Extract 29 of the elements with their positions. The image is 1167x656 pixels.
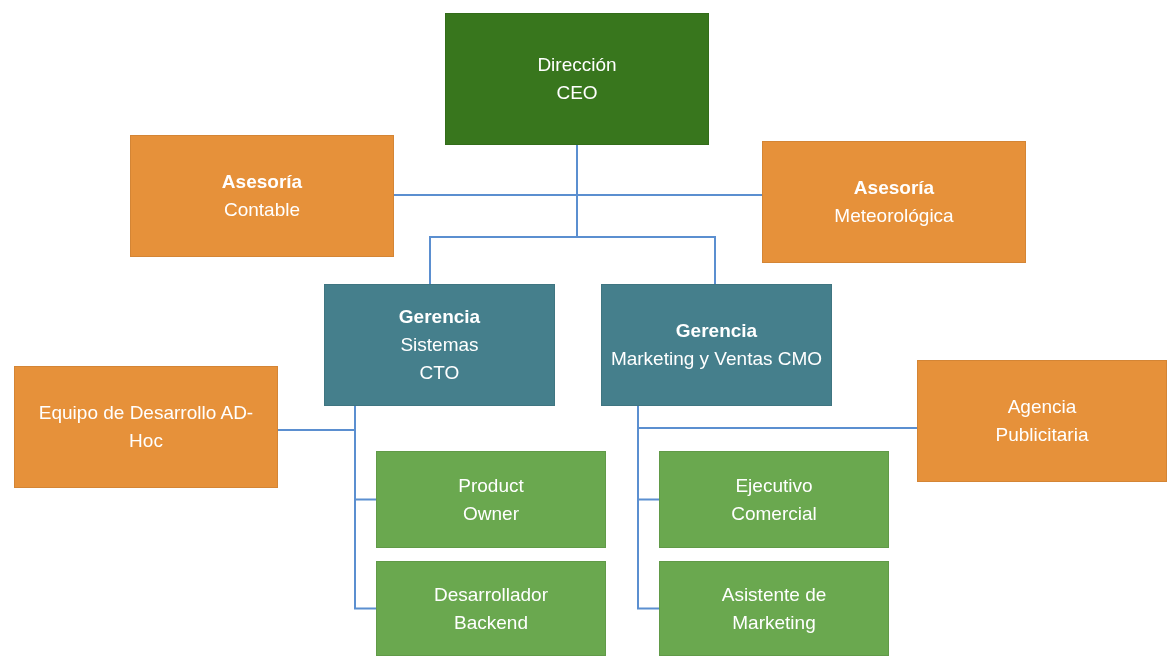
box-label: Product Owner [457, 473, 525, 526]
box-label: Agencia Publicitaria [994, 395, 1090, 447]
box-label: Meteorológica [834, 204, 954, 228]
org-box [376, 561, 606, 656]
org-box [659, 561, 889, 656]
box-label: Equipo de Desarrollo AD-Hoc [37, 401, 255, 453]
box-heading: Asesoría [853, 176, 935, 200]
org-box [659, 451, 889, 548]
box-heading: Gerencia [398, 305, 481, 329]
box-label: Contable [223, 198, 301, 222]
box-label: Dirección CEO [536, 53, 618, 105]
box-label: Desarrollador Backend [432, 582, 549, 635]
org-box [376, 451, 606, 548]
org-box [445, 13, 709, 145]
box-heading: Asesoría [221, 170, 303, 194]
org-box [14, 366, 278, 488]
connector-line [354, 405, 377, 610]
org-box [130, 135, 394, 257]
org-box [601, 284, 832, 406]
org-box [762, 141, 1026, 263]
box-label: Marketing y Ventas CMO [610, 347, 823, 371]
connector-line [576, 144, 716, 285]
connector-line [637, 405, 660, 610]
box-label: Sistemas CTO [399, 333, 480, 385]
box-heading: Gerencia [675, 319, 758, 343]
box-label: Asistente de Marketing [720, 582, 828, 635]
org-box [324, 284, 555, 406]
org-box [917, 360, 1167, 482]
box-label: Ejecutivo Comercial [730, 473, 818, 526]
